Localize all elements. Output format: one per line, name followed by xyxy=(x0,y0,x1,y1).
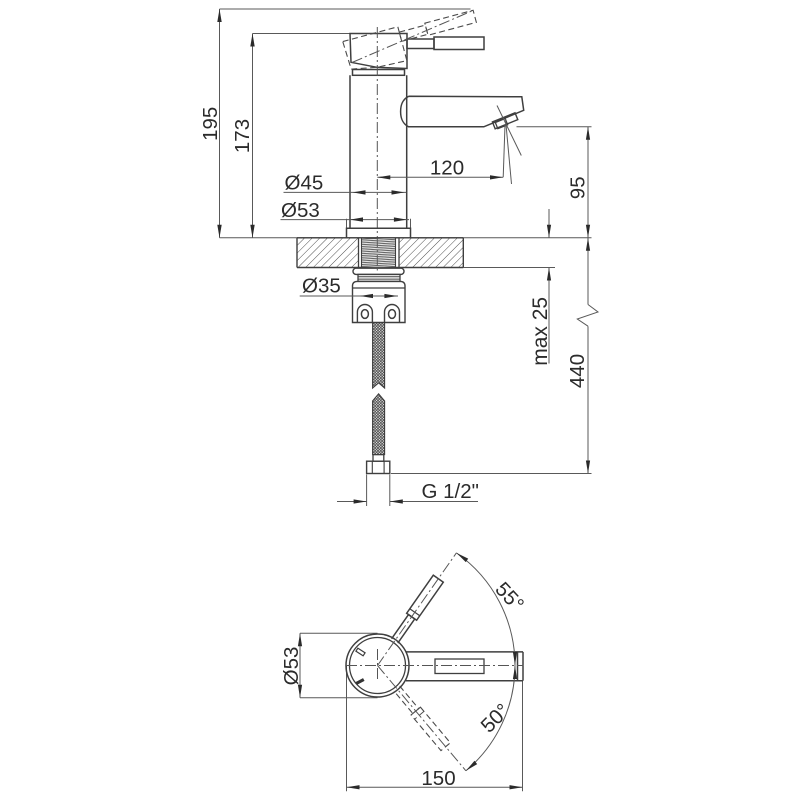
svg-text:G 1/2": G 1/2" xyxy=(422,480,479,503)
svg-text:Ø45: Ø45 xyxy=(285,171,324,194)
svg-text:95: 95 xyxy=(567,176,590,199)
svg-text:Ø53: Ø53 xyxy=(280,647,303,686)
svg-text:Ø53: Ø53 xyxy=(281,199,320,222)
svg-text:440: 440 xyxy=(566,354,589,388)
svg-text:173: 173 xyxy=(231,119,254,153)
svg-text:150: 150 xyxy=(421,767,455,790)
svg-text:Ø35: Ø35 xyxy=(302,275,341,298)
svg-text:55°: 55° xyxy=(490,578,528,616)
svg-text:195: 195 xyxy=(199,107,222,141)
svg-text:120: 120 xyxy=(430,156,464,179)
svg-text:max 25: max 25 xyxy=(529,297,552,366)
